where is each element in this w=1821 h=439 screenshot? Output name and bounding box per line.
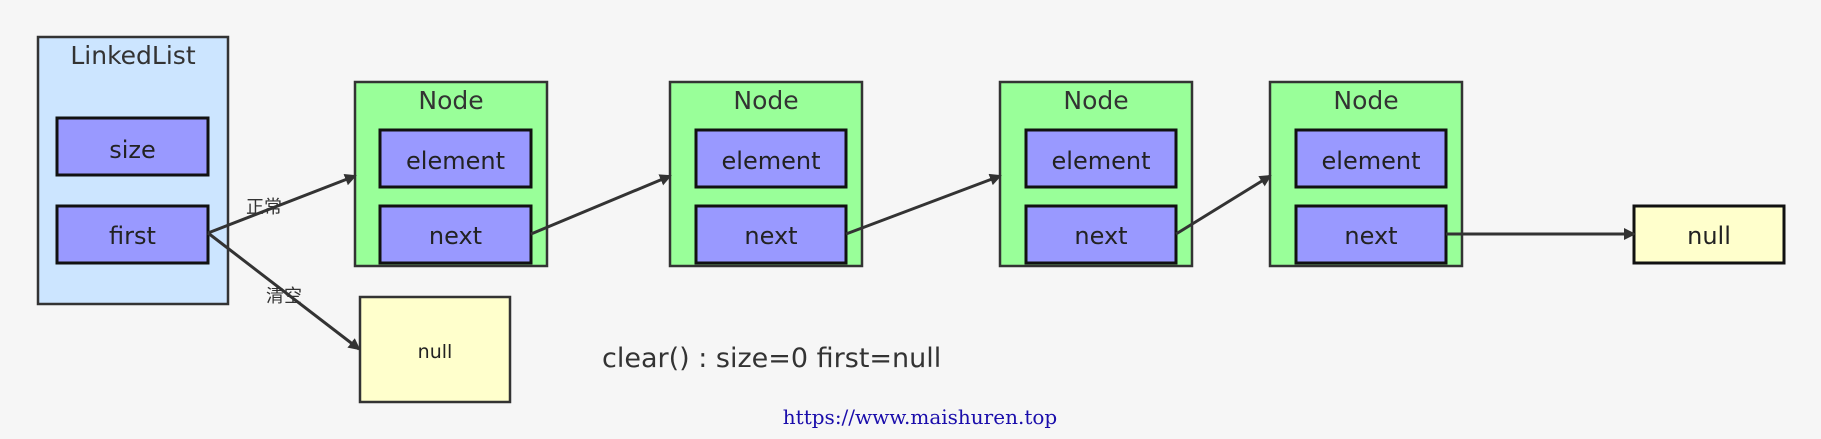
node-2-next-label: next <box>744 222 797 250</box>
node-4-element-label: element <box>1322 147 1421 175</box>
node-1: Node element next <box>353 80 549 268</box>
null-end-label: null <box>1687 222 1731 250</box>
linked-list-size-field: size <box>55 116 210 177</box>
node-4: Node element next <box>1268 80 1464 268</box>
node-3-title: Node <box>1063 86 1128 115</box>
node-4-next-label: next <box>1344 222 1397 250</box>
arrow-node-3-to-node-4 <box>1175 174 1272 236</box>
arrow-first-to-null-clear <box>207 231 361 351</box>
node-4-title: Node <box>1333 86 1398 115</box>
node-2-next-field: next <box>694 204 848 265</box>
node-2-element-label: element <box>722 147 821 175</box>
node-3-next-label: next <box>1074 222 1127 250</box>
node-1-next-label: next <box>429 222 482 250</box>
null-clear-box: null <box>358 295 512 404</box>
node-3: Node element next <box>998 80 1194 268</box>
edge-label-clear: 清空 <box>266 286 302 307</box>
edge-label-normal: 正常 <box>246 197 282 218</box>
node-1-element-label: element <box>406 147 505 175</box>
linked-list-size-label: size <box>109 136 156 164</box>
null-end-box: null <box>1632 204 1786 265</box>
arrow-node-2-to-node-3 <box>845 173 1002 236</box>
node-2: Node element next <box>668 80 864 268</box>
node-1-next-field: next <box>378 204 533 265</box>
source-url: https://www.maishuren.top <box>783 405 1057 429</box>
node-3-element-label: element <box>1052 147 1151 175</box>
node-3-next-field: next <box>1024 204 1178 265</box>
arrow-first-to-node-1 <box>207 174 357 235</box>
node-4-element-field: element <box>1294 128 1448 189</box>
clear-caption: clear() : size=0 first=null <box>602 343 941 374</box>
linked-list-first-field: first <box>55 204 210 265</box>
arrow-group <box>207 173 1636 351</box>
null-clear-label: null <box>418 341 453 363</box>
node-2-title: Node <box>733 86 798 115</box>
node-4-next-field: next <box>1294 204 1448 265</box>
linked-list-title: LinkedList <box>70 41 195 70</box>
arrow-node-1-to-node-2 <box>530 174 672 236</box>
linked-list-box: LinkedList size first <box>36 35 230 306</box>
node-1-element-field: element <box>378 128 533 189</box>
linked-list-first-label: first <box>109 222 156 250</box>
node-1-title: Node <box>418 86 483 115</box>
node-3-element-field: element <box>1024 128 1178 189</box>
node-2-element-field: element <box>694 128 848 189</box>
